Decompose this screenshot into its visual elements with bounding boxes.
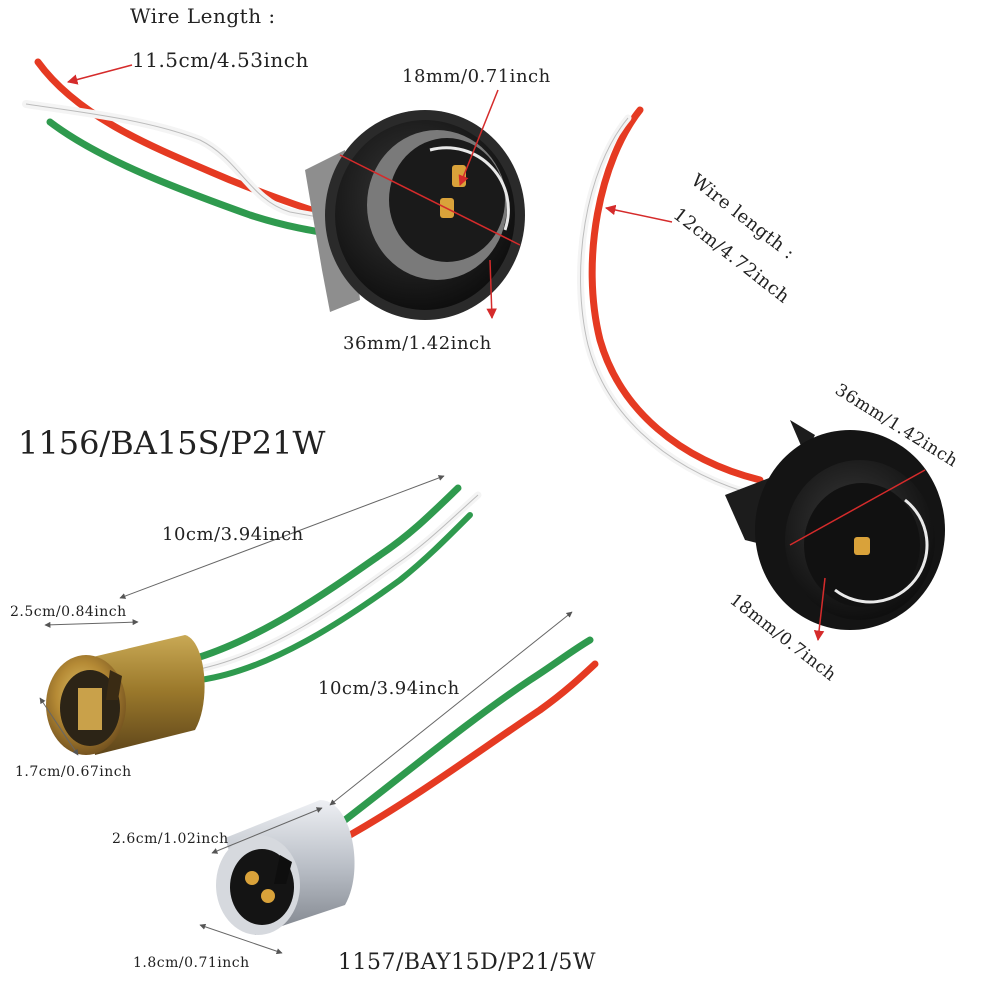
top-outer-diameter: 36mm/1.42inch — [343, 333, 492, 354]
ba15s-width: 2.5cm/0.84inch — [10, 604, 127, 620]
green-wire — [46, 118, 349, 240]
red-wire — [588, 106, 764, 484]
top-wire-length-value: 11.5cm/4.53inch — [132, 48, 309, 72]
bay15d-wire-length: 10cm/3.94inch — [318, 678, 460, 699]
bay15d-width: 2.6cm/1.02inch — [112, 831, 229, 847]
red-wire — [34, 58, 354, 226]
ba15s-model-title: 1156/BA15S/P21W — [18, 424, 326, 462]
bay15d-height: 1.8cm/0.71inch — [133, 955, 250, 971]
ba15s-height: 1.7cm/0.67inch — [15, 764, 132, 780]
top-socket — [22, 58, 525, 320]
top-inner-diameter: 18mm/0.71inch — [402, 66, 551, 87]
ba15s-wire-length: 10cm/3.94inch — [162, 524, 304, 545]
top-wire-length-title: Wire Length : — [130, 4, 276, 28]
right-socket — [577, 106, 945, 630]
bay15d-model-title: 1157/BAY15D/P21/5W — [338, 950, 596, 975]
green-wire — [341, 636, 594, 824]
